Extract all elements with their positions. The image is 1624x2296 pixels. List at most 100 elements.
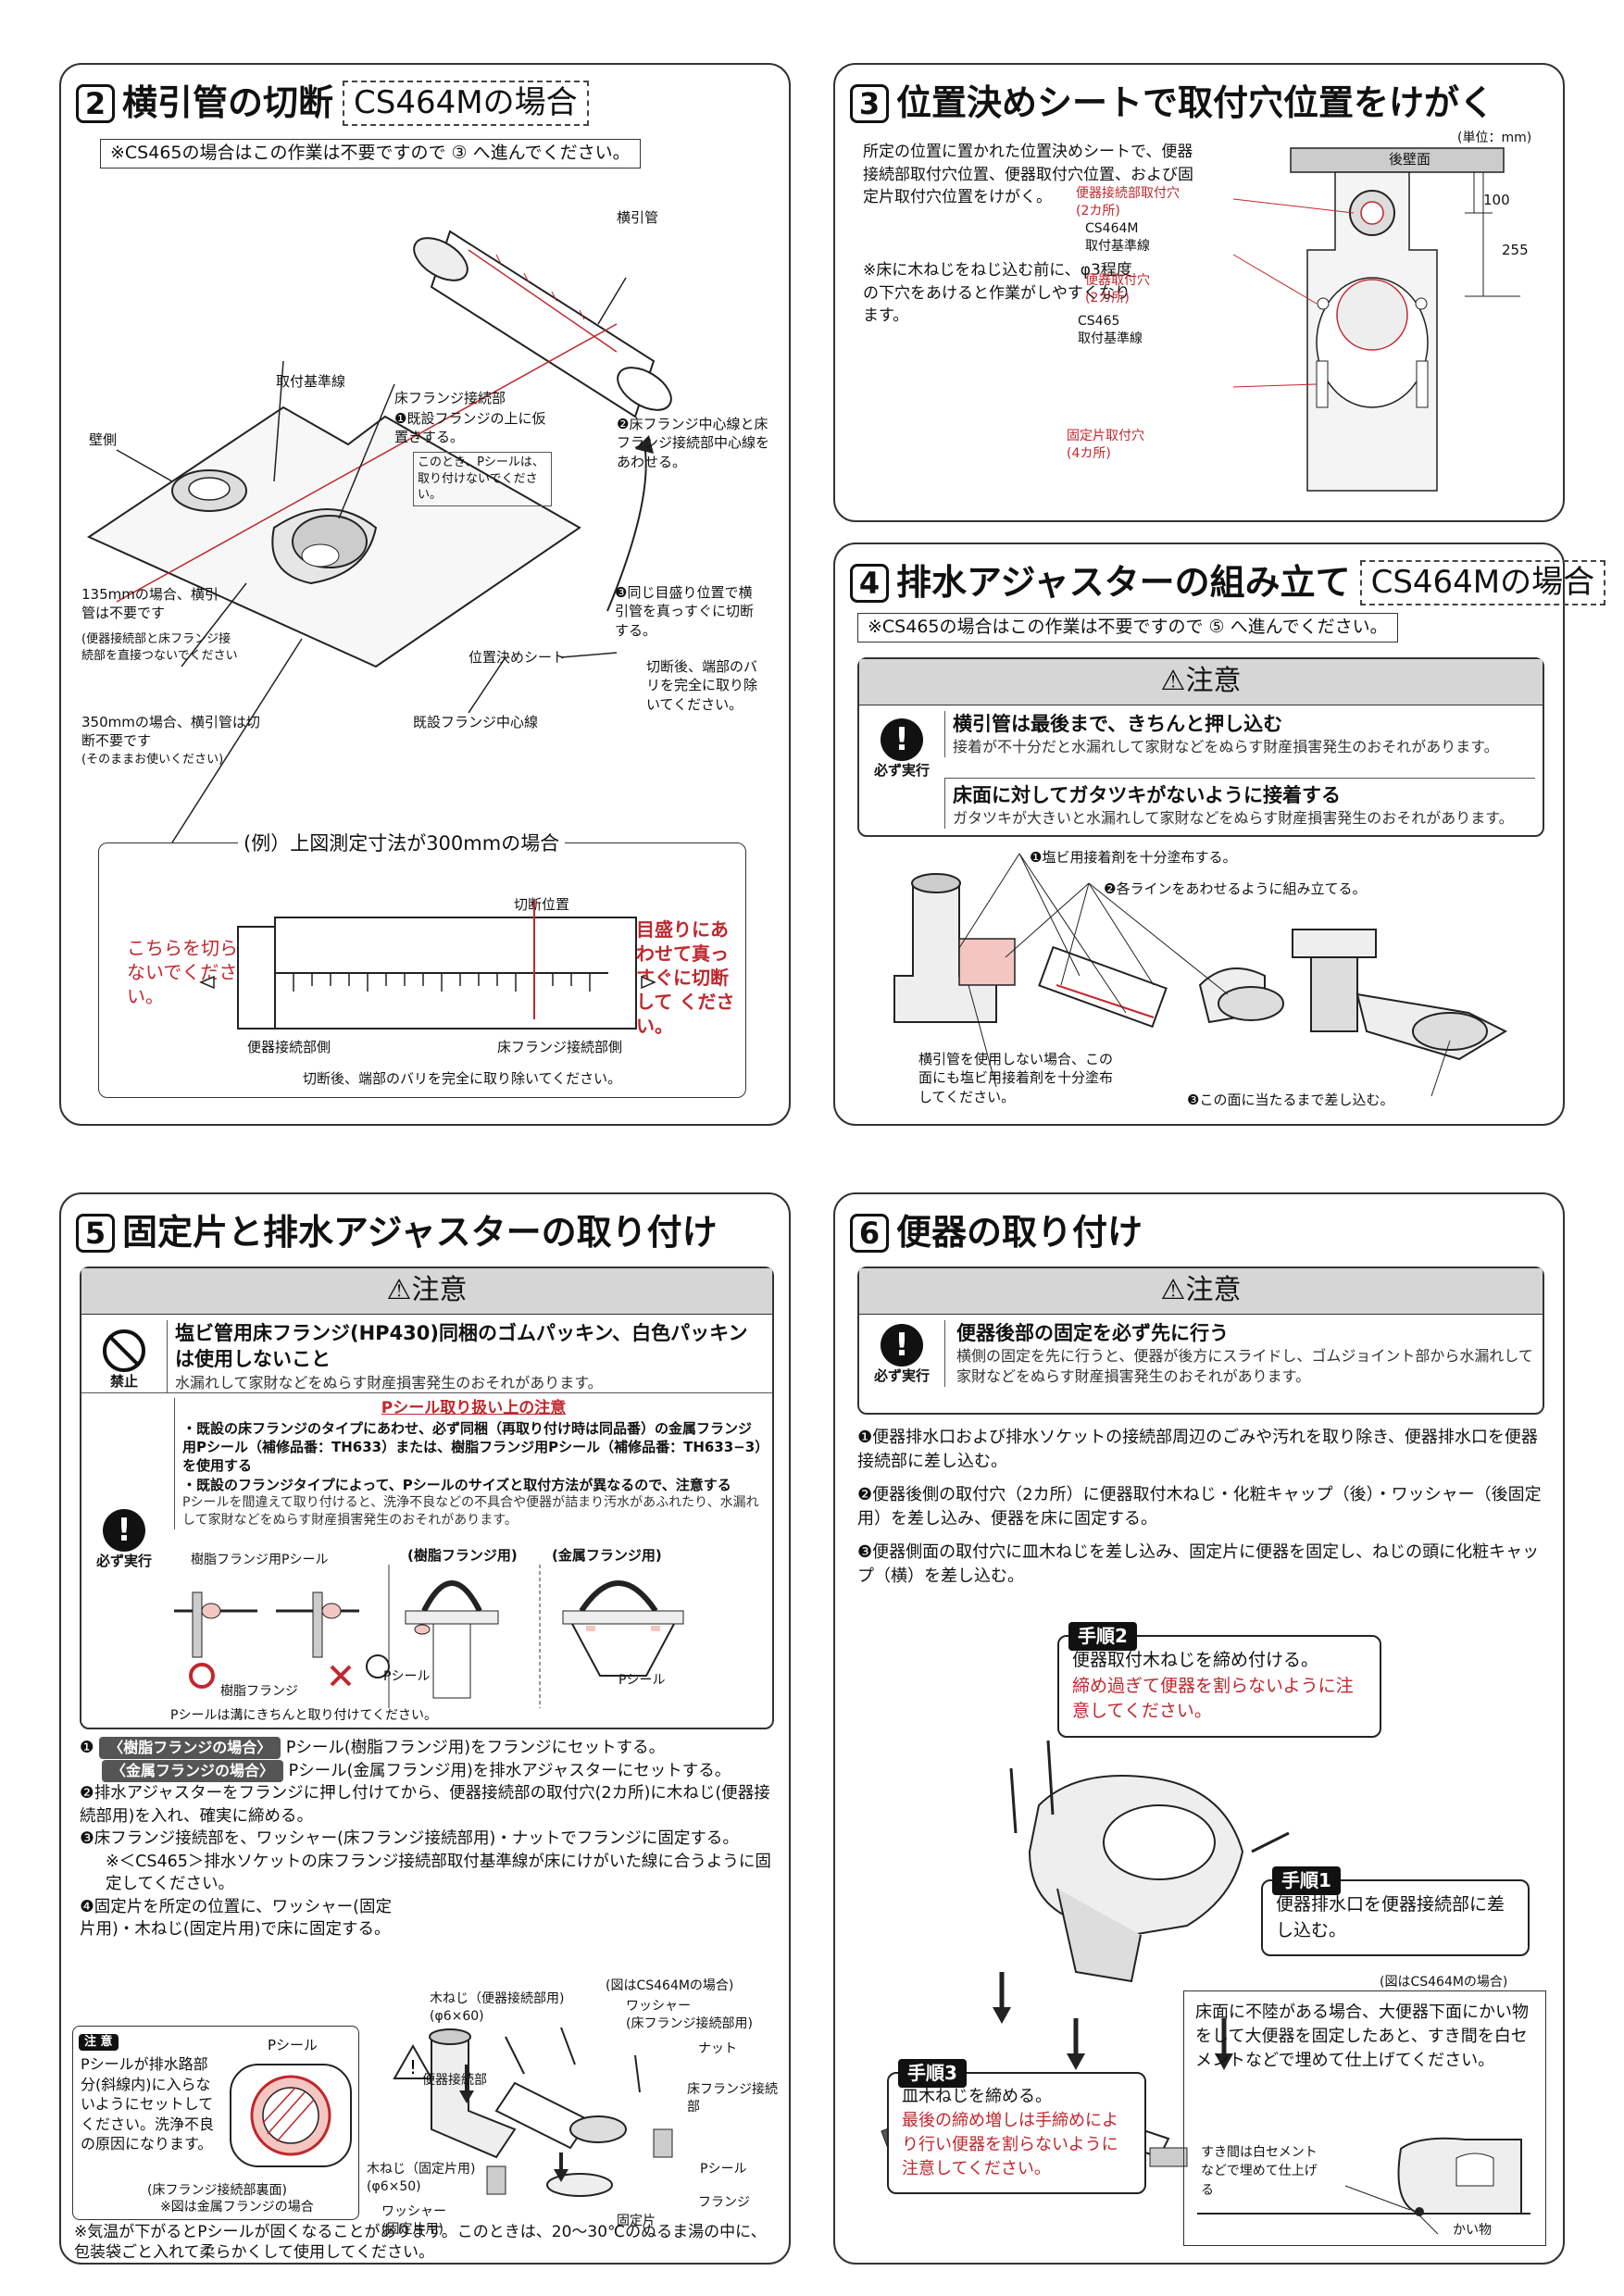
step5-footer: ※気温が下がるとPシールが固くなることがあります。このときは、20〜30℃のぬる… <box>74 2223 767 2263</box>
pseal-handling-title: Pシール取り扱い上の注意 <box>381 1399 567 1417</box>
step5-4: ❹固定片を所定の位置に、ワッシャー(固定片用)・木ねじ(固定片用)で床に固定する… <box>80 1897 392 1940</box>
step3-note: ※床に木ねじをねじ込む前に、φ3程度の下穴をあけると作業がしやすくなります。 <box>863 261 1132 326</box>
fixing-assembly-diagram: ! <box>393 2027 673 2197</box>
label-yuka-flange: 床フランジ接続部 <box>394 390 506 406</box>
step6-number: 6 <box>850 1213 889 1253</box>
caution-header: ⚠注意 <box>81 1268 772 1315</box>
step5-number: 5 <box>76 1213 115 1253</box>
diag-figure-note: (図はCS464Mの場合) <box>606 1978 734 1993</box>
diag-screw-fixing: 木ねじ（固定片用)(φ6×50) <box>367 2162 476 2194</box>
unit-label: (単位：mm) <box>1457 131 1532 145</box>
forbid-icon-col: 禁止 <box>81 1329 167 1391</box>
procedure2-tag: 手順2 <box>1068 1622 1137 1651</box>
prohibited-icon <box>103 1329 145 1372</box>
step3-description: 所定の位置に置かれた位置決めシートで、便器接続部取付穴位置、便器取付穴位置、およ… <box>863 143 1193 207</box>
step6-1: ❶便器排水口および排水ソケットの接続部周辺のごみや汚れを取り除き、便器排水口を便… <box>857 1428 1538 1472</box>
exclamation-icon: ! <box>881 1324 923 1366</box>
step2-note: ※CS465の場合はこの作業は不要ですので ③ へ進んでください。 <box>100 139 641 168</box>
caution1-desc: 接着が不十分だと水漏れして家財などをぬらす財産損害発生のおそれがあります。 <box>953 738 1499 756</box>
pseal-figures <box>174 1565 684 1708</box>
pseal-rule1: ・既設の床フランジのタイプにあわせ、必ず同梱（再取り付け時は同品番）の金属フラン… <box>182 1419 762 1475</box>
gap-label: すき間は白セメントなどで埋めて仕上げる <box>1201 2145 1318 2198</box>
warning-triangle-icon: ⚠ <box>1160 665 1186 697</box>
cut-example-box: (例）上図測定寸法が300mmの場合 切断位置 こちらを切らないでください。 目… <box>98 830 746 1098</box>
procedure2-warning: 締め過ぎて便器を割らないように注意してください。 <box>1072 1675 1354 1722</box>
diag-screw-connector: 木ねじ（便器接続部用)(φ6×60) <box>430 1991 565 2024</box>
must-do-icon-col: ! 必ず実行 <box>859 1324 944 1385</box>
svg-text:!: ! <box>409 2056 417 2078</box>
assembly-step2: ❷各ラインをあわせるように組み立てる。 <box>1104 880 1367 897</box>
pseal-rule2-desc: Pシールを間違えて取り付けると、洗浄不良などの不具合や便器が詰まり汚水があふれた… <box>182 1494 759 1528</box>
label-step1: ❶既設フランジの上に仮置きする。 <box>394 410 546 446</box>
uneven-floor-text: 床面に不陸がある場合、大便器下面にかい物をして大便器を固定したあと、すき間を白セ… <box>1195 2003 1529 2071</box>
procedure3-callout: 手順3 皿木ねじを締める。 最後の締め増しは手締めにより行い便器を割らないように… <box>887 2059 1146 2195</box>
label-yokobikikan: 横引管 <box>617 209 659 226</box>
label-step3: ❸同じ目盛り位置で横引管を真っすぐに切断する。 <box>615 584 755 639</box>
caution1-title: 横引管は最後まで、きちんと押し込む <box>953 713 1283 735</box>
label-fixing-holes: 固定片取付穴(4カ所) <box>1067 429 1144 461</box>
figure-model-note: (図はCS464Mの場合) <box>1380 1975 1508 1990</box>
fig-resin-caption: (樹脂フランジ用) <box>407 1547 518 1564</box>
procedure2-callout: 手順2 便器取付木ねじを締め付ける。 締め過ぎて便器を割らないように注意してくだ… <box>1057 1622 1381 1738</box>
diag-fixing-piece: 固定片 <box>617 2214 656 2228</box>
assembly-step1: ❶塩ビ用接着剤を十分塗布する。 <box>1030 849 1237 866</box>
label-350mm: 350mmの場合、横引管は切断不要です <box>81 714 260 750</box>
procedure2-text: 便器取付木ねじを締め付ける。 <box>1072 1650 1319 1670</box>
positioning-sheet-illustration <box>86 323 618 668</box>
step5-caution-box: ⚠注意 禁止 塩ビ管用床フランジ(HP430)同梱のゴムパッキン、白色パッキンは… <box>80 1267 774 1729</box>
diag-washer-flange: ワッシャー(床フランジ接続部用) <box>626 1999 753 2031</box>
caution-header: ⚠注意 <box>859 1268 1543 1315</box>
right-side-label: 床フランジ接続部側 <box>497 1039 623 1055</box>
label-after-cut: 切断後、端部のバリを完全に取り除いてください。 <box>646 658 758 713</box>
pseal-note-caption: (床フランジ接続部裏面) <box>147 2183 287 2198</box>
step4-note: ※CS465の場合はこの作業は不要ですので ⑤ へ進んでください。 <box>857 613 1398 643</box>
label-ichi-sheet: 位置決めシート <box>468 649 567 666</box>
assembly-step3: ❸この面に当たるまで差し込む。 <box>1187 1092 1394 1108</box>
diag-flange: フランジ <box>698 2195 750 2210</box>
pseal-note-label: Pシール <box>268 2037 319 2053</box>
caution-header: ⚠注意 <box>859 659 1543 705</box>
dim-255: 255 <box>1502 242 1529 258</box>
label-connector-holes: 便器接続部取付穴(2カ所) <box>1076 186 1180 218</box>
label-toritsuke-kijunsen: 取付基準線 <box>276 373 346 390</box>
step2-diagram <box>86 230 672 843</box>
fig-footer: Pシールは溝にきちんと取り付けてください。 <box>170 1708 438 1723</box>
step5-1b: 〈金属フランジの場合〉 Pシール(金属フランジ用)を排水アジャスターにセットする… <box>80 1759 783 1783</box>
step6-caution-box: ⚠注意 ! 必ず実行 便器後部の固定を必ず先に行う 横側の固定を先に行うと、便器… <box>857 1267 1544 1415</box>
pseal-back-figure <box>230 2064 352 2167</box>
gap-detail-figure <box>1197 2137 1530 2235</box>
warning-triangle-icon: ⚠ <box>386 1274 412 1306</box>
back-wall-label: 後壁面 <box>1389 151 1431 168</box>
step6-2: ❷便器後側の取付穴（2カ所）に便器取付木ねじ・化粧キャップ（後）・ワッシャー（後… <box>857 1485 1542 1529</box>
exclamation-icon: ! <box>881 718 923 761</box>
pseal-note-box: 注 意 Pシールが排水路部分(斜線内)に入らないようにセットしてください。洗浄不… <box>72 2026 359 2220</box>
ruler-pipe-illustration <box>199 899 656 1029</box>
label-135mm: 135mmの場合、横引管は不要です <box>81 586 219 622</box>
cut-position-label: 切断位置 <box>514 896 570 913</box>
adjuster-assembly-diagram <box>893 853 1508 1097</box>
fig-metal-caption: (金属フランジ用) <box>552 1547 662 1564</box>
step5-2: ❷排水アジャスターをフランジに押し付けてから、便器接続部の取付穴(2カ所)に木ね… <box>80 1784 770 1826</box>
label-kisetsu-center: 既設フランジ中心線 <box>413 714 539 730</box>
label-135mm-sub: (便器接続部と床フランジ接続部を直接つないでください <box>81 632 238 663</box>
procedure1-text: 便器排水口を便器接続部に差し込む。 <box>1276 1894 1505 1940</box>
step2-number: 2 <box>76 83 115 123</box>
procedure3-warning: 最後の締め増しは手締めにより行い便器を割らないように注意してください。 <box>902 2111 1118 2179</box>
procedure1-tag: 手順1 <box>1272 1866 1341 1895</box>
caution6-title: 便器後部の固定を必ず先に行う <box>956 1322 1229 1344</box>
procedure3-text: 皿木ねじを締める。 <box>902 2087 1052 2106</box>
step6-3: ❸便器側面の取付穴に皿木ねじを差し込み、固定片に便器を固定し、ねじの頭に化粧キャ… <box>857 1542 1540 1587</box>
step4-number: 4 <box>850 563 889 603</box>
pseal-note-text: Pシールが排水路部分(斜線内)に入らないようにセットしてください。洗浄不良の原因… <box>81 2055 215 2153</box>
must-do-icon-col: ! 必ず実行 <box>859 718 944 780</box>
exclamation-icon: ! <box>103 1509 145 1552</box>
fig-pseal-b: Pシール <box>618 1673 666 1688</box>
